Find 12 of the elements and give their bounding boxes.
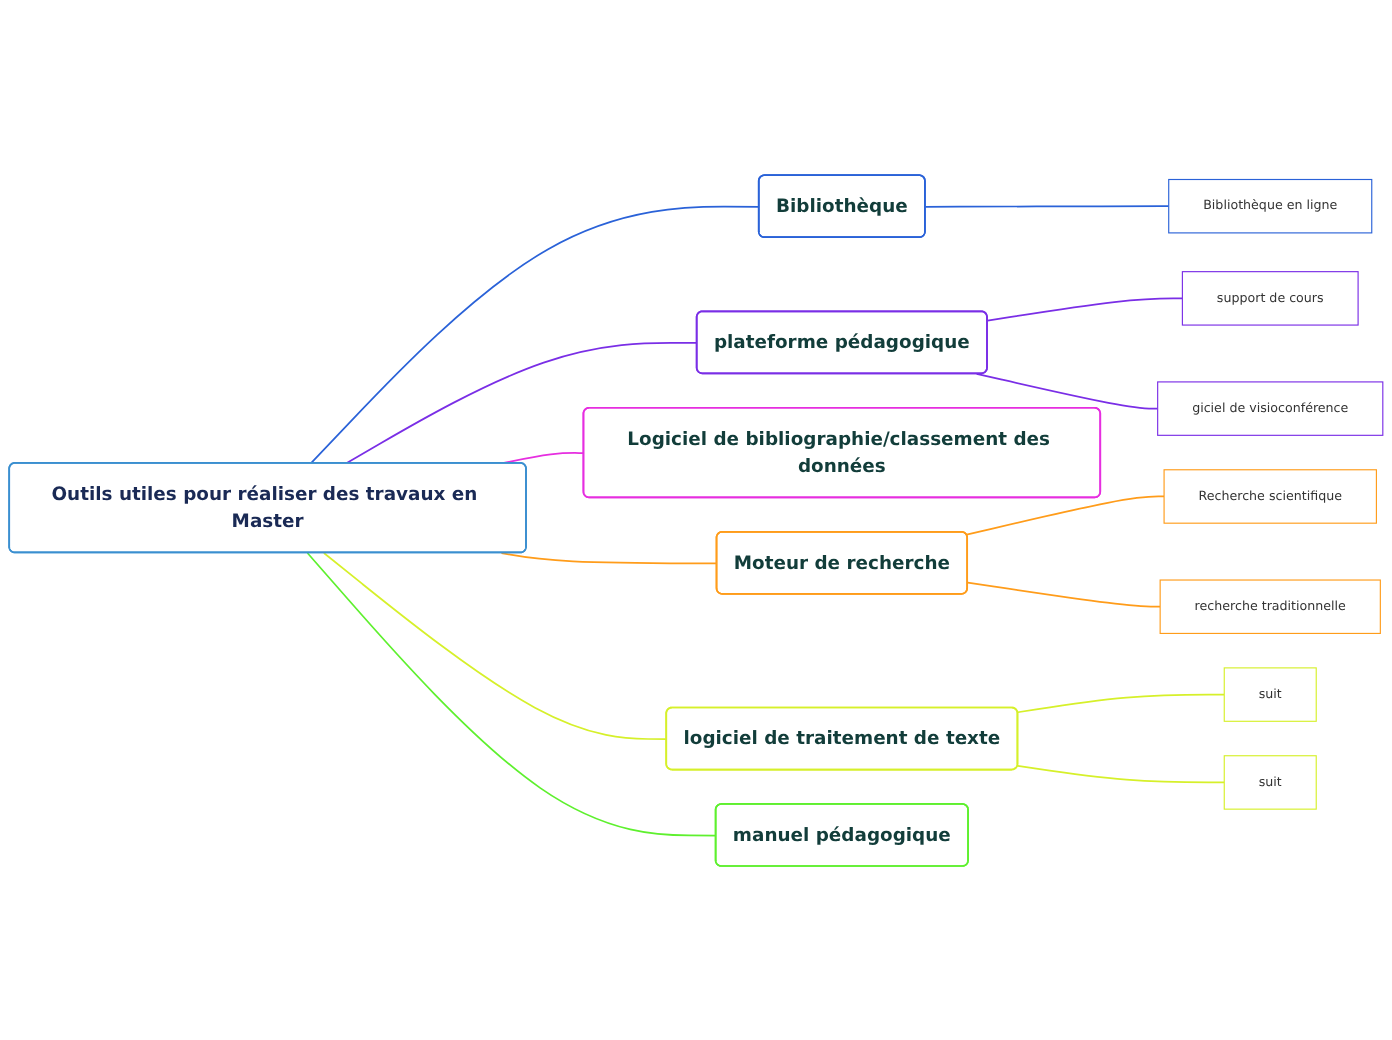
connector: [965, 495, 1165, 535]
connector: [309, 205, 761, 464]
connector: [975, 372, 1159, 409]
connector: [986, 296, 1184, 321]
connector: [924, 204, 1170, 208]
connector: [1016, 693, 1226, 713]
connector: [1016, 764, 1226, 783]
connector: [500, 551, 718, 564]
connector: [306, 551, 718, 836]
connector: [323, 551, 668, 740]
connector: [345, 341, 699, 464]
connector: [966, 581, 1161, 607]
